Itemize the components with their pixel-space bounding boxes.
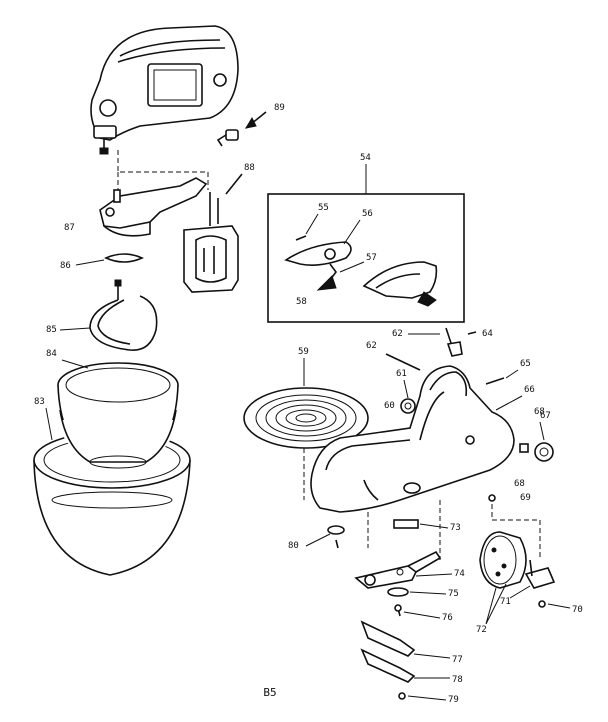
screw-64 xyxy=(467,331,477,335)
rod-62 xyxy=(385,353,421,371)
callout-57: 57 xyxy=(366,253,377,263)
callout-59: 59 xyxy=(298,347,309,357)
callout-67: 67 xyxy=(540,411,551,421)
callout-89: 89 xyxy=(274,103,285,113)
callout-72: 72 xyxy=(476,625,487,635)
control-disc-72 xyxy=(479,531,527,589)
callout-77: 77 xyxy=(452,655,463,665)
clamp-88 xyxy=(183,192,239,293)
nut-60 xyxy=(400,398,416,414)
clip-68 xyxy=(519,443,529,453)
bracket-71 xyxy=(524,559,556,589)
callout-68: 68 xyxy=(534,407,545,417)
mixer-head xyxy=(90,25,239,155)
knob-67 xyxy=(534,442,554,462)
callout-76: 76 xyxy=(442,613,453,623)
turntable-59 xyxy=(243,387,369,449)
callout-74: 74 xyxy=(454,569,465,579)
callout-85: 85 xyxy=(46,325,57,335)
base-66 xyxy=(310,365,515,513)
callout-56: 56 xyxy=(362,209,373,219)
callout-61: 61 xyxy=(396,369,407,379)
callout-78: 78 xyxy=(452,675,463,685)
callout-58: 58 xyxy=(296,297,307,307)
lever-63 xyxy=(445,327,463,357)
callout-62: 62 xyxy=(366,341,377,351)
callout-88: 88 xyxy=(244,163,255,173)
callout-55: 55 xyxy=(318,203,329,213)
dough-hook-85 xyxy=(89,279,158,351)
plate-78 xyxy=(360,648,416,683)
washer-75 xyxy=(387,587,409,597)
bracket-86-head xyxy=(104,253,144,263)
callout-83: 83 xyxy=(34,397,45,407)
callout-79: 79 xyxy=(448,695,459,705)
callout-75: 75 xyxy=(448,589,459,599)
screw-79 xyxy=(398,692,406,700)
lever-74 xyxy=(354,550,442,589)
large-bowl-83 xyxy=(33,409,191,576)
callout-66: 66 xyxy=(524,385,535,395)
plate-77 xyxy=(360,620,416,657)
callout-69: 69 xyxy=(520,493,531,503)
callout-65: 65 xyxy=(520,359,531,369)
callout-62b: 62 xyxy=(392,329,403,339)
pin-65 xyxy=(485,377,505,385)
screw-70 xyxy=(538,600,546,608)
group-label-54: 54 xyxy=(360,153,371,163)
callout-64: 64 xyxy=(482,329,493,339)
callout-86: 86 xyxy=(60,261,71,271)
bracket-87 xyxy=(99,177,208,237)
screw-69 xyxy=(488,494,496,502)
plate-73 xyxy=(393,519,419,529)
callout-73: 73 xyxy=(450,523,461,533)
group-54-parts: 55 56 57 58 xyxy=(284,203,438,307)
knob-89 xyxy=(216,111,267,147)
foot-80 xyxy=(327,525,345,549)
callout-87: 87 xyxy=(64,223,75,233)
callout-60: 60 xyxy=(384,401,395,411)
callout-70: 70 xyxy=(572,605,583,615)
callout-68b: 68 xyxy=(514,479,525,489)
callout-84: 84 xyxy=(46,349,57,359)
callout-71: 71 xyxy=(500,597,511,607)
callout-80: 80 xyxy=(288,541,299,551)
page-code: B5 xyxy=(263,686,277,699)
